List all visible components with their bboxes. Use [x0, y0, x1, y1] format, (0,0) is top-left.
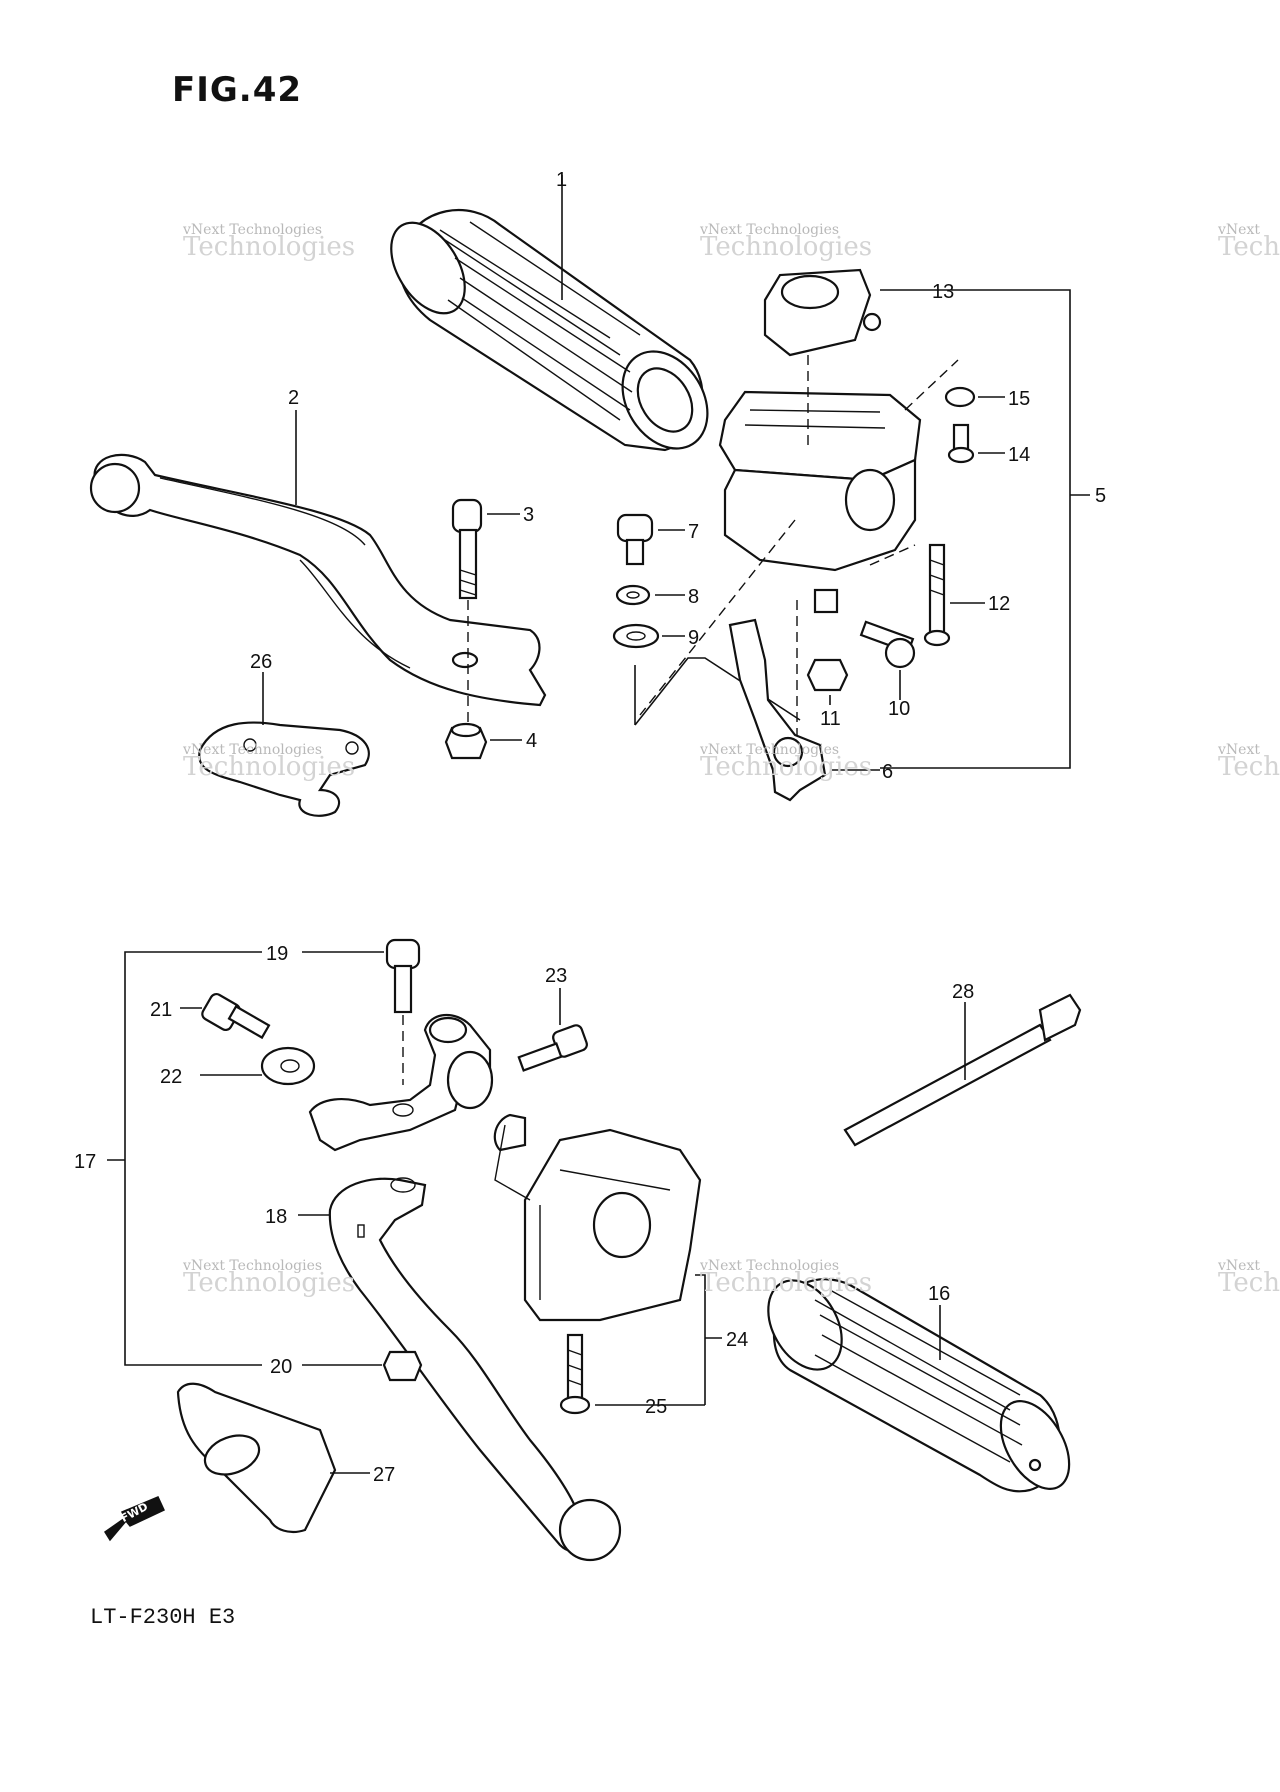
callout-5: 5	[1095, 485, 1106, 507]
part-10-screw	[859, 620, 916, 669]
callout-22: 22	[160, 1066, 182, 1088]
callout-28: 28	[952, 981, 974, 1003]
part-11-nut	[806, 658, 849, 692]
callout-1: 1	[556, 169, 567, 191]
part-15-washer	[944, 386, 976, 408]
part-28-cable-tie	[843, 993, 1082, 1147]
part-2-lever	[89, 453, 547, 707]
part-23-bolt	[517, 1024, 588, 1072]
figure-title: FIG.42	[172, 70, 303, 110]
callout-7: 7	[688, 521, 699, 543]
part-27-cover	[176, 1382, 337, 1534]
part-8-washer	[615, 584, 651, 606]
callout-24: 24	[726, 1329, 748, 1351]
leader-17-bracket	[124, 951, 262, 1366]
callout-8: 8	[688, 586, 699, 608]
leader-5-bracket	[880, 289, 1071, 769]
callout-3: 3	[523, 504, 534, 526]
model-label: LT-F230H E3	[90, 1605, 236, 1630]
callout-19: 19	[266, 943, 288, 965]
part-16-grip-left	[767, 1278, 1071, 1493]
part-7-bolt	[616, 513, 654, 566]
callout-17: 17	[74, 1151, 96, 1173]
part-25-screw	[559, 1333, 591, 1415]
part-5-switch-housing	[718, 390, 922, 614]
part-6-arm	[728, 618, 827, 802]
callout-25: 25	[645, 1396, 667, 1418]
fwd-arrow-icon	[103, 1496, 165, 1542]
callout-12: 12	[988, 593, 1010, 615]
callout-6: 6	[882, 761, 893, 783]
callout-14: 14	[1008, 444, 1030, 466]
part-4-nut	[444, 722, 488, 760]
part-1-grip-right	[390, 208, 709, 452]
part-21-bolt	[201, 992, 271, 1040]
part-22-spacer	[260, 1046, 316, 1086]
callout-23: 23	[545, 965, 567, 987]
part-19-bolt	[385, 938, 421, 1014]
callout-10: 10	[888, 698, 910, 720]
callout-4: 4	[526, 730, 537, 752]
callout-11: 11	[820, 708, 841, 730]
part-20-nut	[382, 1350, 423, 1382]
part-lever-bracket	[308, 1013, 494, 1152]
callout-18: 18	[265, 1206, 287, 1228]
callout-26: 26	[250, 651, 272, 673]
part-26-bracket	[198, 721, 370, 817]
part-12-screw	[923, 543, 951, 647]
callout-20: 20	[270, 1356, 292, 1378]
callout-2: 2	[288, 387, 299, 409]
part-14-screw	[947, 423, 975, 464]
callout-27: 27	[373, 1464, 395, 1486]
callout-15: 15	[1008, 388, 1030, 410]
part-9-washer	[612, 623, 660, 649]
part-18-lever	[328, 1177, 622, 1562]
part-3-bolt	[451, 498, 483, 600]
leader-24	[695, 1274, 706, 1405]
callout-21: 21	[150, 999, 172, 1021]
callout-13: 13	[932, 281, 954, 303]
part-13-choke	[763, 268, 882, 357]
callout-16: 16	[928, 1283, 950, 1305]
part-24-switch-housing	[493, 1113, 702, 1322]
callout-9: 9	[688, 627, 699, 649]
